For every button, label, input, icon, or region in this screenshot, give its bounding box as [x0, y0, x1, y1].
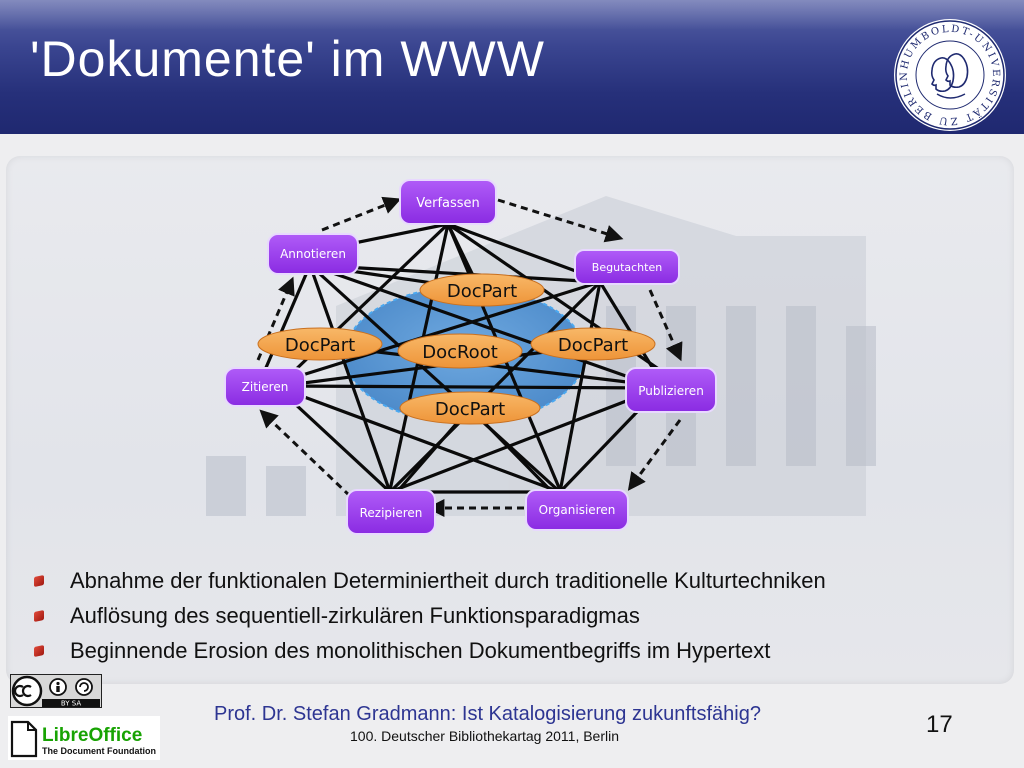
process-node-annotieren: Annotieren: [267, 233, 359, 275]
process-node-zitieren: Zitieren: [224, 367, 306, 407]
docroot-label: DocRoot: [422, 342, 498, 363]
docpart-top-node: DocPart: [419, 273, 545, 307]
process-label-publizieren: Publizieren: [638, 384, 704, 398]
docpart-left-node: DocPart: [257, 327, 383, 361]
bullet-icon: [34, 609, 44, 623]
bullet-list: Abnahme der funktionalen Determinierthei…: [32, 563, 826, 668]
bullet-icon: [34, 574, 44, 588]
libreoffice-logo: LibreOffice The Document Foundation: [8, 716, 160, 760]
libreoffice-tagline: The Document Foundation: [42, 746, 156, 756]
process-label-begutachten: Begutachten: [592, 261, 662, 274]
docpart-bottom-label: DocPart: [435, 399, 505, 420]
docpart-top-label: DocPart: [447, 281, 517, 302]
footer-event: 100. Deutscher Bibliothekartag 2011, Ber…: [350, 728, 620, 744]
process-label-verfassen: Verfassen: [416, 196, 480, 211]
docpart-right-label: DocPart: [558, 335, 628, 356]
docpart-right-node: DocPart: [530, 327, 656, 361]
bullet-icon: [34, 644, 44, 658]
process-label-rezipieren: Rezipieren: [360, 506, 423, 520]
process-label-organisieren: Organisieren: [539, 503, 616, 517]
university-seal-icon: HUMBOLDT-UNIVERSITÄT ZU BERLIN: [894, 19, 1006, 131]
process-node-publizieren: Publizieren: [625, 367, 717, 413]
process-node-organisieren: Organisieren: [525, 489, 629, 531]
process-label-annotieren: Annotieren: [280, 247, 346, 261]
process-label-zitieren: Zitieren: [242, 380, 289, 394]
title-bar-shine: [0, 0, 1024, 30]
creative-commons-icon: BY SA: [10, 674, 102, 708]
footer-author: Prof. Dr. Stefan Gradmann: Ist Katalogis…: [214, 703, 761, 725]
process-node-verfassen: Verfassen: [399, 179, 497, 225]
bullet-item: Beginnende Erosion des monolithischen Do…: [32, 633, 826, 668]
bullet-text: Beginnende Erosion des monolithischen Do…: [70, 638, 771, 663]
bullet-text: Auflösung des sequentiell-zirkulären Fun…: [70, 603, 640, 628]
cc-badge-label: BY SA: [61, 700, 81, 708]
bullet-item: Auflösung des sequentiell-zirkulären Fun…: [32, 598, 826, 633]
page-number: 17: [926, 711, 953, 738]
title-bar: 'Dokumente' im WWW: [0, 0, 1024, 134]
docpart-bottom-node: DocPart: [399, 391, 541, 425]
bullet-item: Abnahme der funktionalen Determinierthei…: [32, 563, 826, 598]
slide-title: 'Dokumente' im WWW: [30, 31, 545, 87]
process-node-rezipieren: Rezipieren: [346, 489, 436, 535]
docroot-node: DocRoot: [397, 333, 523, 369]
process-node-begutachten: Begutachten: [574, 249, 680, 285]
docpart-left-label: DocPart: [285, 335, 355, 356]
bullet-text: Abnahme der funktionalen Determinierthei…: [70, 568, 826, 593]
libreoffice-name: LibreOffice: [42, 725, 142, 746]
